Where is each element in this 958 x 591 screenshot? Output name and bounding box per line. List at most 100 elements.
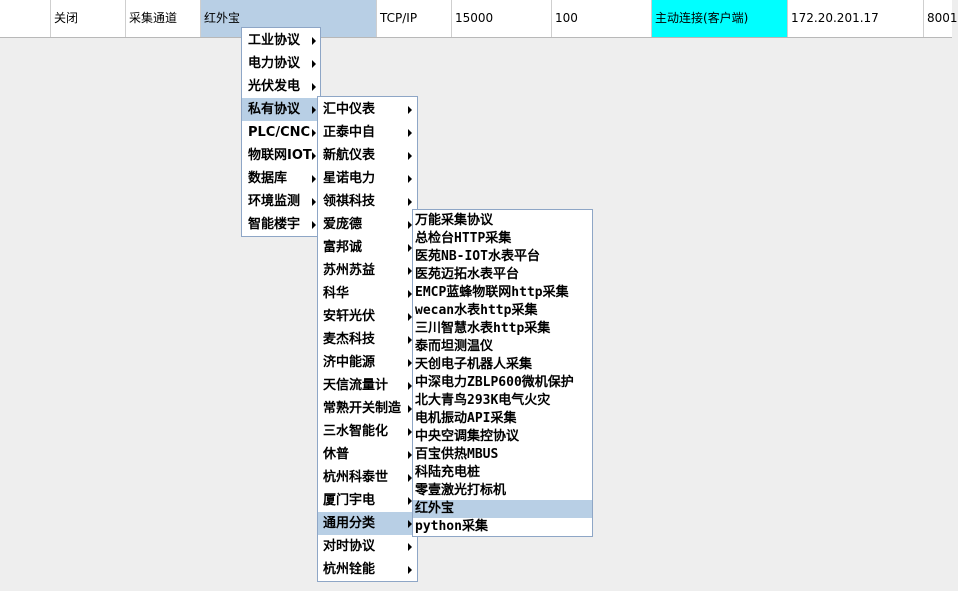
menu-item-vendor[interactable]: 厦门宇电 [318,489,417,512]
menu-item-label: 科华 [323,286,350,301]
menu-item-infrared-protocol[interactable]: 红外宝 [413,500,592,518]
chevron-right-icon [312,129,316,137]
chevron-right-icon [408,428,412,436]
menu-item-protocol[interactable]: 百宝供热MBUS [415,447,499,462]
menu-item-label: 济中能源 [323,355,376,370]
chevron-right-icon [408,152,412,160]
menu-item-protocol[interactable]: python采集 [415,519,488,534]
menu-item-protocol[interactable]: 零壹激光打标机 [415,483,507,498]
menu-item-label: 物联网IOT [248,148,312,163]
menu-item-general-category[interactable]: 通用分类 [318,512,417,535]
menu-item-protocol[interactable]: wecan水表http采集 [415,303,538,318]
chevron-right-icon [408,290,412,298]
menu-item-vendor[interactable]: 爱庞德 [318,213,417,236]
menu-item-protocol[interactable]: 万能采集协议 [415,213,494,228]
menu-item-vendor[interactable]: 正泰中自 [318,121,417,144]
chevron-right-icon [408,382,412,390]
menu-item-protocol[interactable]: 泰而坦测温仪 [415,339,494,354]
private-protocol-vendor-menu: 汇中仪表 正泰中自 新航仪表 星诺电力 领祺科技 爱庞德 富邦诚 苏州苏益 科华… [317,96,418,582]
menu-item-vendor[interactable]: 济中能源 [318,351,417,374]
cell-transport[interactable]: TCP/IP [377,0,452,37]
menu-item-label: 常熟开关制造 [323,401,402,416]
menu-item-photovoltaic[interactable]: 光伏发电 [242,75,320,98]
chevron-right-icon [408,405,412,413]
cell-channel-type[interactable]: 采集通道 [126,0,201,37]
menu-item-vendor[interactable]: 休普 [318,443,417,466]
chevron-right-icon [408,129,412,137]
menu-item-vendor[interactable]: 汇中仪表 [318,98,417,121]
menu-item-label: 对时协议 [323,539,376,554]
chevron-right-icon [408,106,412,114]
menu-item-label: 光伏发电 [248,79,301,94]
chevron-right-icon [408,359,412,367]
menu-item-vendor[interactable]: 富邦诚 [318,236,417,259]
menu-item-label: 苏州苏益 [323,263,376,278]
menu-item-protocol[interactable]: 电机振动API采集 [415,411,517,426]
menu-item-vendor[interactable]: 科华 [318,282,417,305]
menu-item-label: 正泰中自 [323,125,376,140]
menu-item-smart-building[interactable]: 智能楼宇 [242,213,320,236]
menu-item-industrial[interactable]: 工业协议 [242,29,320,52]
chevron-right-icon [408,474,412,482]
general-protocol-menu: 万能采集协议 总检台HTTP采集 医苑NB-IOT水表平台 医苑迈拓水表平台 E… [412,209,593,537]
chevron-right-icon [408,313,412,321]
chevron-right-icon [312,106,316,114]
cell-port[interactable]: 8001 [927,11,958,25]
menu-item-vendor[interactable]: 常熟开关制造 [318,397,417,420]
chevron-right-icon [408,566,412,574]
chevron-right-icon [312,37,316,45]
menu-item-vendor[interactable]: 领祺科技 [318,190,417,213]
menu-item-protocol[interactable]: 中深电力ZBLP600微机保护 [415,375,574,390]
chevron-right-icon [408,451,412,459]
menu-item-protocol[interactable]: 科陆充电桩 [415,465,481,480]
menu-item-label: 电力协议 [248,56,301,71]
menu-item-protocol[interactable]: EMCP蓝蜂物联网http采集 [415,285,569,300]
cell-index[interactable] [0,0,51,37]
cell-interval[interactable]: 100 [552,0,652,37]
menu-item-vendor[interactable]: 麦杰科技 [318,328,417,351]
chevron-right-icon [408,520,412,528]
cell-timeout[interactable]: 15000 [452,0,552,37]
menu-item-vendor[interactable]: 杭州科泰世 [318,466,417,489]
menu-item-vendor[interactable]: 星诺电力 [318,167,417,190]
menu-item-vendor[interactable]: 天信流量计 [318,374,417,397]
menu-item-label: 富邦诚 [323,240,363,255]
menu-item-protocol[interactable]: 三川智慧水表http采集 [415,321,551,336]
cell-connection-mode[interactable]: 主动连接(客户端) [652,0,788,37]
menu-item-label: 智能楼宇 [248,217,301,232]
menu-item-plc-cnc[interactable]: PLC/CNC [242,121,320,144]
menu-item-label: 通用分类 [323,516,376,531]
menu-item-protocol[interactable]: 医苑NB-IOT水表平台 [415,249,540,264]
protocol-category-menu: 工业协议 电力协议 光伏发电 私有协议 PLC/CNC 物联网IOT 数据库 环… [241,27,321,237]
cell-status[interactable]: 关闭 [51,0,126,37]
menu-item-database[interactable]: 数据库 [242,167,320,190]
menu-item-vendor[interactable]: 苏州苏益 [318,259,417,282]
table-row[interactable]: 关闭 采集通道 红外宝 TCP/IP 15000 100 主动连接(客户端) 1… [0,0,958,38]
menu-item-label: 杭州科泰世 [323,470,389,485]
menu-item-label: 爱庞德 [323,217,363,232]
menu-item-protocol[interactable]: 总检台HTTP采集 [415,231,512,246]
menu-item-vendor[interactable]: 安轩光伏 [318,305,417,328]
menu-item-environment[interactable]: 环境监测 [242,190,320,213]
menu-item-label: 天信流量计 [323,378,389,393]
menu-item-label: 麦杰科技 [323,332,376,347]
menu-item-label: 厦门宇电 [323,493,376,508]
menu-item-power[interactable]: 电力协议 [242,52,320,75]
chevron-right-icon [408,198,412,206]
chevron-right-icon [312,221,316,229]
menu-item-label: 工业协议 [248,33,301,48]
cell-ip-address[interactable]: 172.20.201.17 [788,0,924,37]
menu-item-private[interactable]: 私有协议 [242,98,320,121]
menu-item-iot[interactable]: 物联网IOT [242,144,320,167]
chevron-right-icon [408,175,412,183]
menu-item-protocol[interactable]: 医苑迈拓水表平台 [415,267,520,282]
menu-item-vendor[interactable]: 三水智能化 [318,420,417,443]
menu-item-vendor[interactable]: 新航仪表 [318,144,417,167]
chevron-right-icon [408,244,412,252]
menu-item-vendor[interactable]: 杭州铨能 [318,558,417,581]
menu-item-vendor[interactable]: 对时协议 [318,535,417,558]
menu-item-label: 领祺科技 [323,194,376,209]
menu-item-protocol[interactable]: 北大青鸟293K电气火灾 [415,393,551,408]
menu-item-protocol[interactable]: 天创电子机器人采集 [415,357,533,372]
menu-item-protocol[interactable]: 中央空调集控协议 [415,429,520,444]
